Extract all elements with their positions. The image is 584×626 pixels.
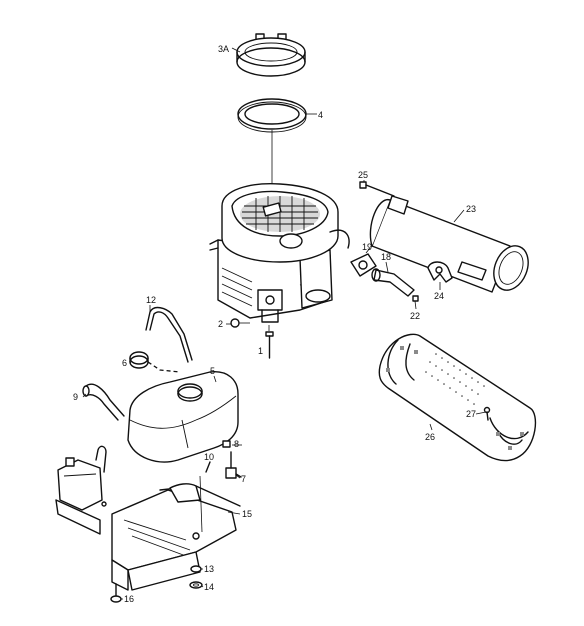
bolt-icon: [265, 331, 274, 359]
callout-12: 12: [146, 295, 156, 305]
leader-19: [365, 247, 371, 254]
callout-13: 13: [204, 564, 214, 574]
bolt-25-icon: [359, 181, 395, 197]
callout-26: 26: [425, 432, 435, 442]
muffler-icon: [369, 195, 529, 293]
leader-15: [227, 511, 241, 515]
fitting-8-icon: [222, 440, 231, 448]
fuel-line-icon: [145, 306, 193, 363]
nut-13-icon: [190, 565, 202, 573]
leader-26: [429, 423, 433, 431]
callout-3A: 3A: [218, 44, 229, 54]
cap-dashed-guide: [147, 361, 181, 373]
fuel-cap-icon: [129, 351, 149, 369]
callout-27: 27: [466, 409, 476, 419]
exhaust-pipe-icon: [371, 268, 415, 297]
callout-25: 25: [358, 170, 368, 180]
leader-7: [235, 474, 241, 479]
bolt-22-icon: [412, 295, 419, 310]
leader-18: [385, 261, 389, 273]
callout-15: 15: [242, 509, 252, 519]
leader-14: [201, 585, 204, 588]
gasket-icon: [350, 253, 377, 277]
callout-10: 10: [204, 452, 214, 462]
filter-ring-icon: [237, 98, 307, 133]
hose-icon: [82, 383, 125, 421]
callout-24: 24: [434, 291, 444, 301]
callout-7: 7: [241, 474, 246, 484]
callout-6: 6: [122, 358, 127, 368]
leader-27: [475, 411, 487, 415]
fuel-tank-icon: [127, 371, 239, 463]
callout-8: 8: [234, 439, 239, 449]
callout-9: 9: [73, 392, 78, 402]
callout-22: 22: [410, 311, 420, 321]
screw-icon: [230, 318, 250, 328]
callout-5: 5: [210, 366, 215, 376]
callout-14: 14: [204, 582, 214, 592]
air-filter-cover-icon: [236, 33, 306, 77]
valve-7-icon: [225, 451, 242, 479]
engine-block-icon: [209, 183, 350, 323]
washer-14-icon: [189, 581, 203, 589]
fitting-10-icon: [205, 461, 211, 473]
callout-18: 18: [381, 252, 391, 262]
callout-16: 16: [124, 594, 134, 604]
leader-23: [453, 209, 465, 223]
leader-3A: [231, 47, 241, 53]
leader-9: [82, 393, 87, 398]
heat-shield-icon: [378, 333, 537, 462]
callout-2: 2: [218, 319, 223, 329]
tank-bracket-icon: [55, 445, 241, 591]
bolt-16-icon: [110, 583, 122, 603]
callout-23: 23: [466, 204, 476, 214]
screw-27-icon: [483, 406, 491, 421]
callout-4: 4: [318, 110, 323, 120]
callout-1: 1: [258, 346, 263, 356]
clamp-icon: [427, 261, 453, 283]
callout-19: 19: [362, 242, 372, 252]
leader-6: [129, 361, 132, 364]
guide-bracket-vertical: [199, 475, 203, 533]
leader-5: [213, 375, 217, 383]
